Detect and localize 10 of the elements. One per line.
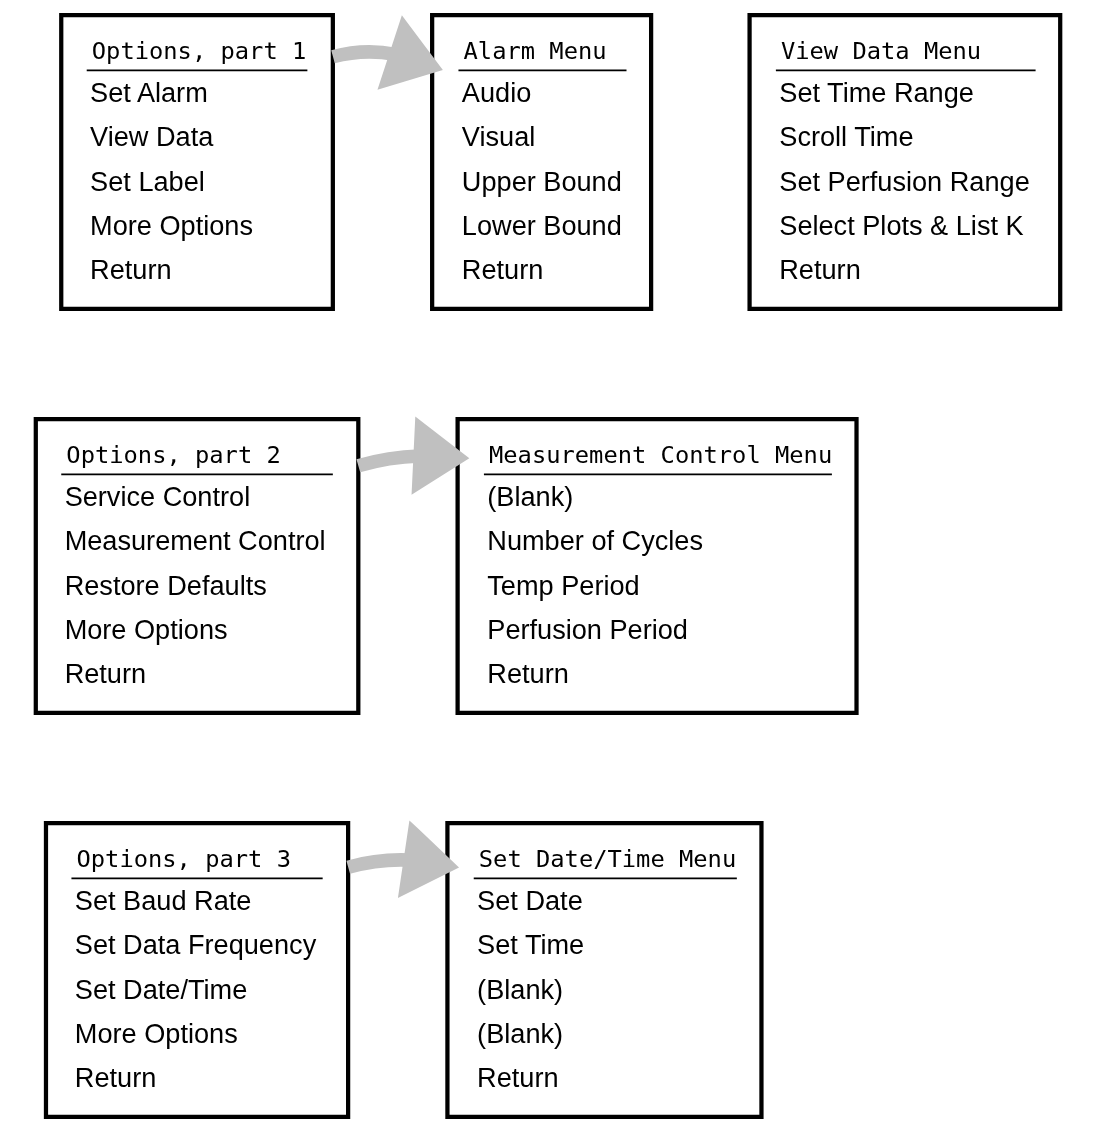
node-box: Measurement Control Menu (Blank) Number of Cycles Temp Period Perfusion Period Return bbox=[455, 417, 859, 715]
arrow bbox=[356, 416, 470, 495]
node-box: Alarm Menu Audio Visual Upper Bound Lower Bound Return bbox=[430, 13, 654, 311]
node-box: Options, part 1 Set Alarm View Data Set Label More Options Return bbox=[59, 13, 335, 311]
arrow bbox=[331, 15, 443, 90]
node-box: View Data Menu Set Time Range Scroll Time Set Perfusion Range Select Plots & List K Return bbox=[747, 13, 1063, 311]
arrow bbox=[346, 820, 459, 898]
node-box: Set Date/Time Menu Set Date Set Time (Blank) (Blank) Return bbox=[445, 821, 764, 1119]
node-box: Options, part 3 Set Baud Rate Set Data Frequency Set Date/Time More Options Return bbox=[43, 821, 351, 1119]
node-box: Options, part 2 Service Control Measurement Control Restore Defaults More Options Return bbox=[33, 417, 361, 715]
